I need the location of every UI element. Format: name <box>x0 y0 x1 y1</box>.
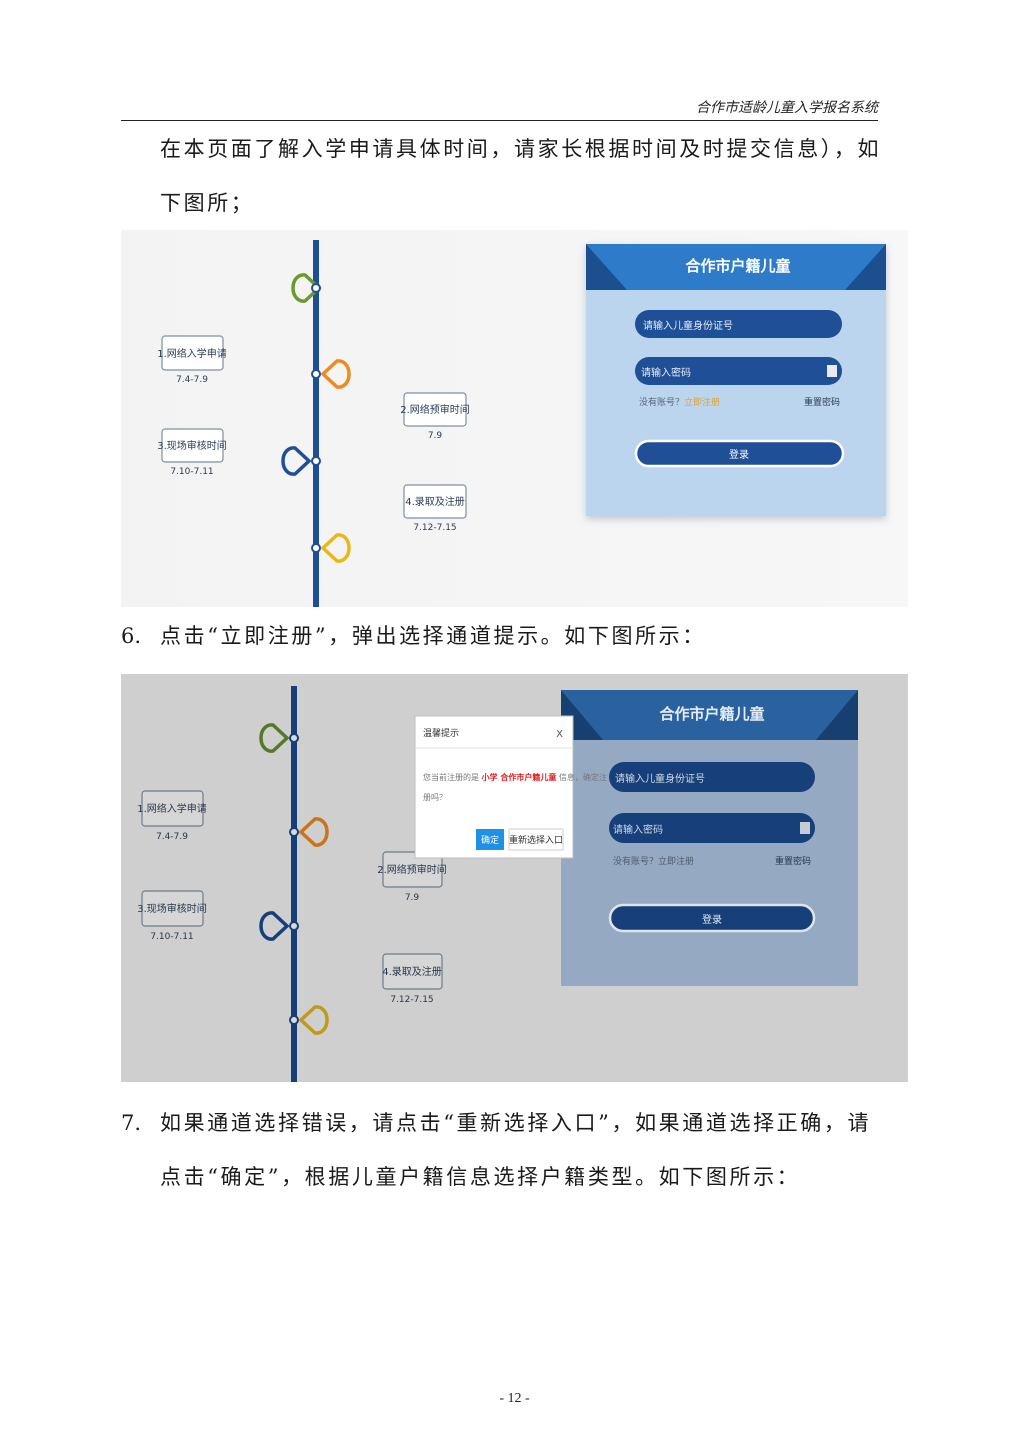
login-title: 合作市户籍儿童 <box>658 705 764 723</box>
no-account-label: 没有账号？ <box>639 396 684 408</box>
timeline-step-1: 1.网络入学申请 7.4-7.9 <box>137 790 207 842</box>
timeline-step-2: 2.网络预审时间 7.9 <box>400 392 470 441</box>
step-6-text: 点击“立即注册”，弹出选择通道提示。如下图所示： <box>160 624 706 648</box>
timeline-marker-yellow-icon <box>289 1005 329 1035</box>
timeline-step-4: 4.录取及注册 7.12-7.15 <box>403 484 467 533</box>
login-id-field[interactable]: 请输入儿童身份证号 <box>635 310 842 338</box>
intro-line-1: 在本页面了解入学申请具体时间，请家长根据时间及时提交信息），如 <box>160 137 882 161</box>
timeline-step-4: 4.录取及注册 7.12-7.15 <box>382 953 443 1005</box>
dialog-message-suffix: 信息，确定注 <box>556 772 607 782</box>
timeline-marker-yellow-icon <box>311 533 351 563</box>
register-link[interactable]: 立即注册 <box>684 396 720 408</box>
step-6-paragraph: 6. 点击“立即注册”，弹出选择通道提示。如下图所示： <box>121 609 911 663</box>
step-2-label: 2.网络预审时间 <box>400 403 470 416</box>
login-id-field[interactable]: 请输入儿童身份证号 <box>609 762 815 792</box>
dialog-title: 温馨提示 <box>423 727 459 739</box>
intro-paragraph: 在本页面了解入学申请具体时间，请家长根据时间及时提交信息），如 下图所； <box>121 122 911 230</box>
dialog-message-line-2: 册吗？ <box>423 793 447 802</box>
login-button[interactable]: 登录 <box>634 439 845 468</box>
timeline-marker-green-icon <box>259 723 299 753</box>
login-password-placeholder: 请输入密码 <box>613 823 663 836</box>
no-account-label: 没有账号？ <box>613 855 658 867</box>
reset-password-link[interactable]: 重置密码 <box>804 396 840 408</box>
step-4-dates: 7.12-7.15 <box>390 995 433 1005</box>
no-account-text: 没有账号？立即注册 <box>639 396 720 408</box>
step-4-label: 4.录取及注册 <box>405 495 465 508</box>
step-3-label: 3.现场审核时间 <box>157 439 227 452</box>
timeline-marker-navy-icon <box>259 911 299 941</box>
step-7-line-2: 点击“确定”，根据儿童户籍信息选择户籍类型。如下图所示： <box>160 1165 801 1189</box>
login-password-field[interactable]: 请输入密码 <box>635 357 842 385</box>
login-password-field[interactable]: 请输入密码 <box>609 813 815 843</box>
timeline-marker-orange-icon <box>311 359 351 389</box>
dialog-reselect-button[interactable]: 重新选择入口 <box>508 828 564 851</box>
step-2-label: 2.网络预审时间 <box>377 863 447 876</box>
figure-timeline-login: 1.网络入学申请 7.4-7.9 2.网络预审时间 7.9 3.现场审核时间 7… <box>121 230 908 607</box>
timeline-marker-orange-icon <box>289 817 329 847</box>
step-7-line-1: 如果通道选择错误，请点击“重新选择入口”，如果通道选择正确，请 <box>160 1111 872 1135</box>
header-title: 合作市适龄儿童入学报名系统 <box>696 100 878 116</box>
keyboard-icon[interactable] <box>800 822 810 834</box>
step-1-label: 1.网络入学申请 <box>137 802 207 815</box>
login-button[interactable]: 登录 <box>608 903 816 933</box>
login-password-placeholder: 请输入密码 <box>641 366 691 379</box>
timeline-line <box>291 686 297 1082</box>
dialog-reselect-label: 重新选择入口 <box>509 834 563 846</box>
login-button-label: 登录 <box>702 913 722 926</box>
figure-dialog: 1.网络入学申请 7.4-7.9 2.网络预审时间 7.9 3.现场审核时间 7… <box>121 674 908 1082</box>
step-7-number: 7. <box>121 1111 142 1135</box>
step-3-dates: 7.10-7.11 <box>150 932 193 942</box>
timeline-marker-navy-icon <box>281 446 321 476</box>
timeline-step-3: 3.现场审核时间 7.10-7.11 <box>157 428 227 477</box>
dialog-close-icon[interactable]: X <box>556 729 563 740</box>
dialog-message-prefix: 您当前注册的是 <box>423 772 482 782</box>
step-6-number: 6. <box>121 624 142 648</box>
login-title: 合作市户籍儿童 <box>684 257 790 275</box>
step-2-dates: 7.9 <box>428 431 443 441</box>
login-button-label: 登录 <box>729 448 749 461</box>
dialog-confirm-button[interactable]: 确定 <box>476 829 504 850</box>
step-3-dates: 7.10-7.11 <box>170 467 213 477</box>
step-1-dates: 7.4-7.9 <box>176 375 208 385</box>
timeline-step-1: 1.网络入学申请 7.4-7.9 <box>157 335 227 385</box>
register-link[interactable]: 立即注册 <box>658 855 694 867</box>
keyboard-icon[interactable] <box>827 365 837 377</box>
step-7-paragraph: 7. 如果通道选择错误，请点击“重新选择入口”，如果通道选择正确，请 点击“确定”… <box>121 1096 911 1204</box>
timeline-marker-green-icon <box>291 273 322 303</box>
step-2-dates: 7.9 <box>405 893 420 903</box>
step-3-label: 3.现场审核时间 <box>137 902 207 915</box>
step-4-dates: 7.12-7.15 <box>413 523 456 533</box>
dialog-message-highlight: 小学 合作市户籍儿童 <box>481 772 557 782</box>
timeline-step-3: 3.现场审核时间 7.10-7.11 <box>137 890 207 942</box>
page-number: - 12 - <box>499 1391 530 1406</box>
page-header: 合作市适龄儿童入学报名系统 <box>121 96 878 121</box>
dialog-confirm-label: 确定 <box>481 834 499 846</box>
step-4-label: 4.录取及注册 <box>382 965 442 978</box>
timeline-step-2: 2.网络预审时间 7.9 <box>377 851 447 903</box>
dialog-message: 您当前注册的是 小学 合作市户籍儿童 信息，确定注 <box>423 772 607 782</box>
intro-line-2: 下图所； <box>160 191 255 215</box>
login-id-placeholder: 请输入儿童身份证号 <box>615 772 705 785</box>
login-id-placeholder: 请输入儿童身份证号 <box>643 319 733 332</box>
step-1-label: 1.网络入学申请 <box>157 347 227 360</box>
step-1-dates: 7.4-7.9 <box>156 832 188 842</box>
reset-password-link[interactable]: 重置密码 <box>775 855 811 867</box>
timeline-line <box>313 240 319 607</box>
no-account-text: 没有账号？立即注册 <box>613 855 694 867</box>
